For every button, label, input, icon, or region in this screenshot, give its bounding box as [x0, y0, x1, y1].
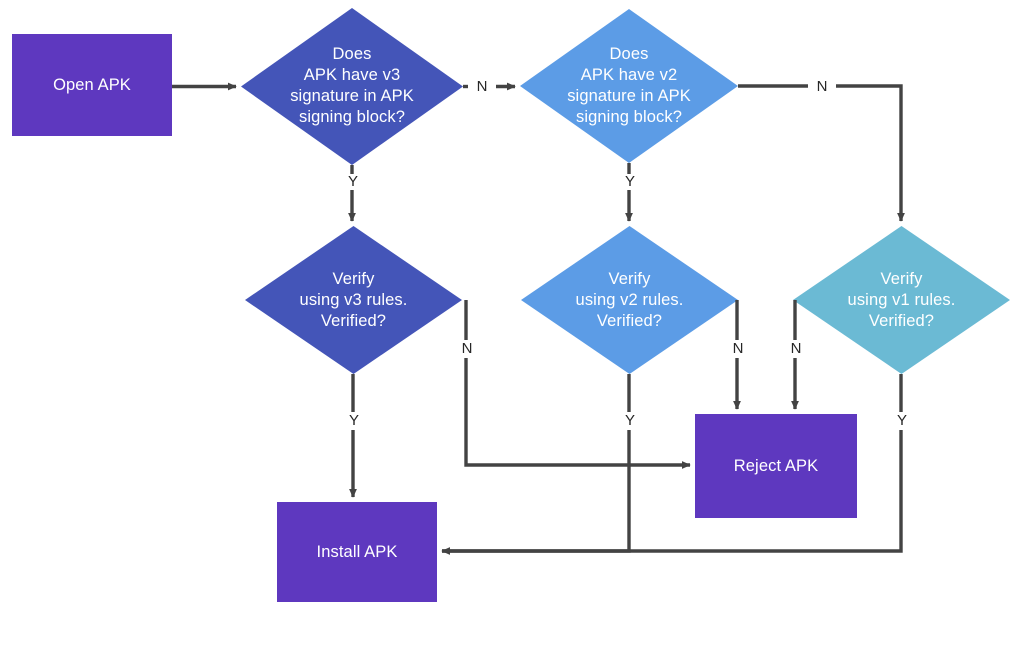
edge-label-has-v2-yes: Y — [616, 174, 644, 189]
node-shape-verify-v1[interactable] — [793, 226, 1010, 374]
edge-label-verify-v1-yes: Y — [888, 413, 916, 428]
node-shape-has-v2[interactable] — [520, 9, 738, 163]
edge-has-v2-no-to-verify-v1-seg2 — [834, 84, 905, 222]
node-shape-reject-apk[interactable] — [695, 414, 857, 518]
connectors — [172, 82, 905, 555]
edge-verify-v2-yes-to-install-seg2 — [441, 430, 631, 555]
node-shape-verify-v3[interactable] — [245, 226, 462, 374]
node-shape-install-apk[interactable] — [277, 502, 437, 602]
edge-label-has-v3-yes: Y — [339, 174, 367, 189]
node-shapes — [12, 8, 1010, 602]
node-shape-has-v3[interactable] — [241, 8, 463, 165]
edge-label-verify-v2-yes: Y — [616, 413, 644, 428]
edge-label-has-v2-no: N — [808, 79, 836, 94]
edge-verify-v1-yes-to-install-seg2 — [442, 430, 903, 553]
edge-label-verify-v3-yes: Y — [340, 413, 368, 428]
edge-label-verify-v2-no: N — [724, 341, 752, 356]
edge-label-verify-v3-no: N — [453, 341, 481, 356]
edge-verify-v3-no-to-reject-seg2 — [464, 358, 691, 469]
node-shape-open-apk[interactable] — [12, 34, 172, 136]
edge-label-has-v3-no: N — [468, 79, 496, 94]
node-shape-verify-v2[interactable] — [521, 226, 738, 374]
edge-label-verify-v1-no: N — [782, 341, 810, 356]
